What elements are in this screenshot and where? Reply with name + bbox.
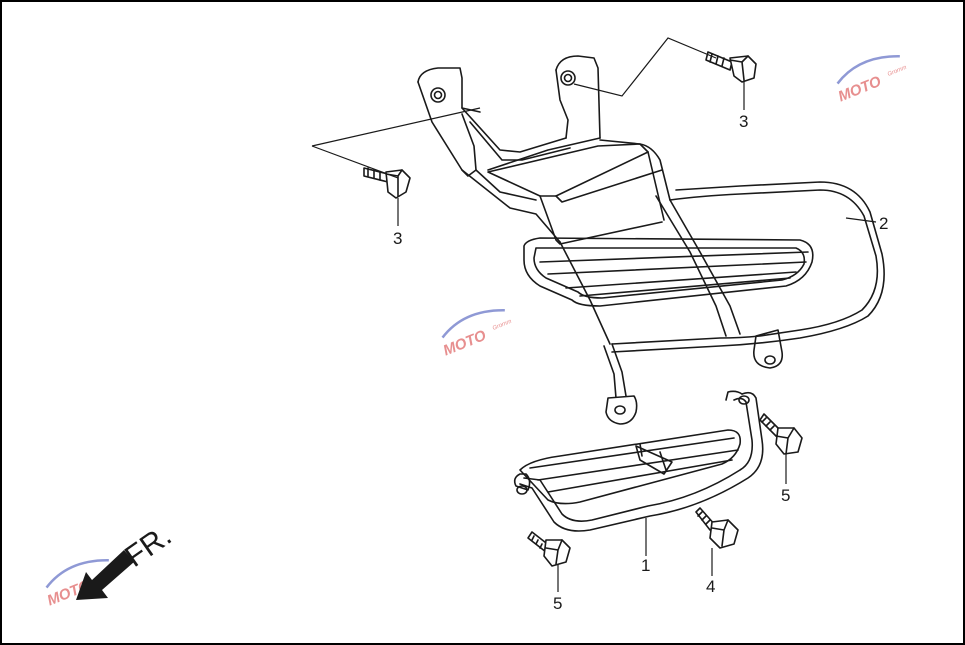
bolt-3-left bbox=[363, 167, 411, 199]
part-2-rear-carrier bbox=[417, 55, 885, 425]
callout-5-left: 5 bbox=[553, 594, 562, 613]
bolt-3-right bbox=[705, 51, 757, 83]
callout-2: 2 bbox=[879, 214, 888, 233]
callout-1: 1 bbox=[641, 556, 650, 575]
bolt-4 bbox=[695, 507, 739, 549]
callout-3-right: 3 bbox=[739, 112, 748, 131]
callout-4: 4 bbox=[706, 577, 715, 596]
callout-3-left: 3 bbox=[393, 229, 402, 248]
leader-lines bbox=[311, 37, 877, 592]
arrow-down-left-icon bbox=[76, 550, 134, 600]
bolt-5-right bbox=[759, 413, 803, 455]
part-1-lower-carrier bbox=[513, 390, 764, 532]
callout-5-right: 5 bbox=[781, 486, 790, 505]
bolt-5-left bbox=[527, 531, 571, 567]
